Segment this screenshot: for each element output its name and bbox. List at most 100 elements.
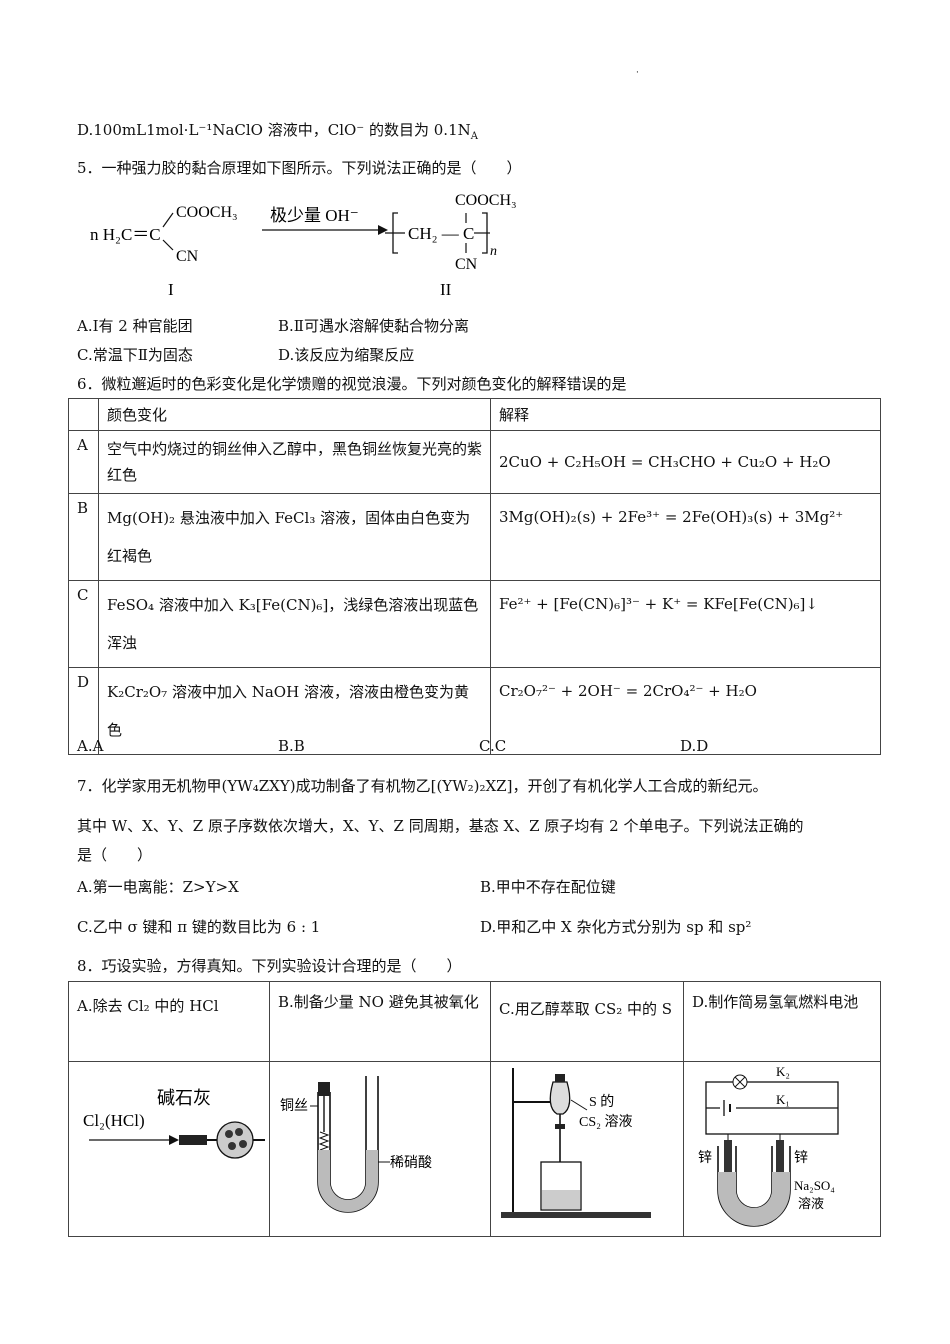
q5-stem: 5．一种强力胶的黏合原理如下图所示。下列说法正确的是（ ）: [77, 159, 522, 177]
right-bracket: [482, 212, 488, 254]
granule: [235, 1128, 243, 1136]
u-tube-figure: 铜丝 稀硝酸: [280, 1076, 432, 1213]
granule: [239, 1140, 247, 1148]
q6-header-change: 颜色变化: [98, 398, 491, 431]
q6-table: 颜色变化 解释 A 空气中灼烧过的铜丝伸入乙醇中，黑色铜丝恢复光亮的紫红色 2C…: [68, 398, 881, 755]
switch-k1-label: K₁: [776, 1092, 790, 1107]
label-i: I: [168, 280, 174, 299]
q6-header-explain: 解释: [490, 398, 881, 431]
fuel-cell-figure: K₂ K₁ 锌 锌 Na₂SO₄ 溶液: [698, 1064, 839, 1227]
polymer-nitrile: CN: [455, 256, 478, 273]
q6-row-key: A: [68, 430, 99, 494]
q6-row-key: D: [68, 667, 99, 755]
granule: [225, 1130, 233, 1138]
q7-line-2: 其中 W、X、Y、Z 原子序数依次增大，X、Y、Z 同周期，基态 X、Z 原子均…: [77, 817, 804, 835]
q8-stem: 8．巧设实验，方得真知。下列实验设计合理的是（ ）: [77, 957, 462, 975]
wire-label: 铜丝: [280, 1098, 308, 1114]
left-electrode-label: 锌: [698, 1150, 712, 1166]
funnel-body: [549, 1081, 571, 1115]
page-dot: ·: [636, 68, 639, 78]
drying-bulb: [216, 1121, 254, 1159]
right-electrode-label: 锌: [794, 1150, 808, 1166]
acid-liquid: [318, 1150, 378, 1212]
q8-caption-row: A.除去 Cl₂ 中的 HCl B.制备少量 NO 避免其被氧化 C.用乙醇萃取…: [68, 981, 881, 1062]
q8-figure-row: Cl₂(HCl) 碱石灰 铜丝: [68, 1061, 881, 1237]
bond-up: [162, 212, 174, 228]
stopper: [179, 1135, 207, 1145]
q6-row-d: D K₂Cr₂O₇ 溶液中加入 NaOH 溶液，溶液由橙色变为黄色 Cr₂O₇²…: [68, 667, 881, 755]
q8-figure-c-cell: S 的 CS₂ 溶液: [490, 1061, 684, 1237]
bulb-cross: [734, 1076, 746, 1088]
left-electrode: [724, 1140, 732, 1186]
q6-row-change: K₂Cr₂O₇ 溶液中加入 NaOH 溶液，溶液由橙色变为黄色: [98, 667, 491, 755]
label-ii: II: [440, 280, 452, 299]
electrolyte-liquid: [718, 1172, 790, 1226]
q6-row-key: C: [68, 580, 99, 668]
stopcock: [555, 1124, 565, 1129]
q6-stem: 6．微粒邂逅时的色彩变化是化学馈赠的视觉浪漫。下列对颜色变化的解释错误的是: [77, 375, 627, 393]
q5-option-a: A.Ⅰ有 2 种官能团: [77, 317, 193, 335]
right-electrode: [776, 1140, 784, 1186]
q6-row-explain: Cr₂O₇²⁻ + 2OH⁻ = 2CrO₄²⁻ + H₂O: [490, 667, 881, 755]
q6-row-explain: 2CuO + C₂H₅OH = CH₃CHO + Cu₂O + H₂O: [490, 430, 881, 494]
funnel-stopper: [555, 1074, 565, 1082]
label-pointer: [570, 1099, 588, 1111]
switch-k2-label: K₂: [776, 1064, 790, 1079]
solution-label-2: CS₂ 溶液: [579, 1114, 633, 1130]
q5-reaction-diagram: n H₂C＝C COOCH₃ CN I 极少量 OH⁻ CH₂ — C COOC…: [90, 192, 517, 299]
q8-caption-d: D.制作简易氢氧燃料电池: [683, 981, 881, 1062]
reagent-label: 碱石灰: [157, 1088, 211, 1108]
q5-option-c: C.常温下Ⅱ为固态: [77, 346, 193, 364]
q8-figure-a-cell: Cl₂(HCl) 碱石灰: [68, 1061, 270, 1237]
q7-option-a: A.第一电离能：Z>Y>X: [77, 878, 239, 896]
q6-option-d: D.D: [680, 737, 709, 755]
q6-row-change: 空气中灼烧过的铜丝伸入乙醇中，黑色铜丝恢复光亮的紫红色: [98, 430, 491, 494]
flow-arrow-head: [169, 1135, 179, 1145]
u-tube-inner: [329, 1076, 367, 1201]
q6-row-a: A 空气中灼烧过的铜丝伸入乙醇中，黑色铜丝恢复光亮的紫红色 2CuO + C₂H…: [68, 430, 881, 494]
q6-header-key: [68, 398, 99, 431]
q8-caption-a: A.除去 Cl₂ 中的 HCl: [68, 981, 270, 1062]
q8-table: A.除去 Cl₂ 中的 HCl B.制备少量 NO 避免其被氧化 C.用乙醇萃取…: [68, 981, 881, 1237]
q6-option-b: B.B: [278, 737, 305, 755]
q6-option-c: C.C: [479, 737, 507, 755]
acid-label: 稀硝酸: [390, 1155, 432, 1171]
q6-row-explain: 3Mg(OH)₂(s) + 2Fe³⁺ = 2Fe(OH)₃(s) + 3Mg²…: [490, 493, 881, 581]
battery-gap: [720, 1102, 736, 1114]
q8-figure-b-cell: 铜丝 稀硝酸: [269, 1061, 491, 1237]
q4-option-d-sub: A: [470, 131, 478, 142]
q7-line-1: 7．化学家用无机物甲(YW₄ZXY)成功制备了有机物乙[(YW₂)₂XZ]，开创…: [77, 777, 768, 795]
monomer-ester: COOCH₃: [176, 204, 238, 221]
granule: [228, 1142, 236, 1150]
q8-caption-c: C.用乙醇萃取 CS₂ 中的 S: [490, 981, 684, 1062]
q6-header-row: 颜色变化 解释: [68, 398, 881, 431]
bond-down: [162, 239, 174, 251]
q6-row-b: B Mg(OH)₂ 悬浊液中加入 FeCl₃ 溶液，固体由白色变为红褐色 3Mg…: [68, 493, 881, 581]
q7-line-3: 是（ ）: [77, 846, 153, 864]
polymer-ester: COOCH₃: [455, 192, 517, 209]
arrow-label: 极少量 OH⁻: [270, 206, 359, 225]
q7-option-c: C.乙中 σ 键和 π 键的数目比为 6 : 1: [77, 918, 321, 936]
q5-option-d: D.该反应为缩聚反应: [278, 346, 415, 364]
electrolyte-label-1: Na₂SO₄: [794, 1178, 835, 1193]
separatory-funnel-figure: S 的 CS₂ 溶液: [501, 1068, 651, 1218]
q5-option-b: B.Ⅱ可遇水溶解使黏合物分离: [278, 317, 469, 335]
q6-row-key: B: [68, 493, 99, 581]
beaker-liquid: [542, 1190, 580, 1209]
q8-caption-b: B.制备少量 NO 避免其被氧化: [269, 981, 491, 1062]
arrow-head: [378, 225, 388, 235]
monomer-nitrile: CN: [176, 248, 199, 265]
q7-option-d: D.甲和乙中 X 杂化方式分别为 sp 和 sp²: [480, 918, 752, 936]
q7-option-b: B.甲中不存在配位键: [480, 878, 616, 896]
stopper: [318, 1082, 330, 1096]
q6-row-change: FeSO₄ 溶液中加入 K₃[Fe(CN)₆]，浅绿色溶液出现蓝色浑浊: [98, 580, 491, 668]
poly-n: n: [490, 244, 497, 259]
gas-label: Cl₂(HCl): [83, 1111, 145, 1130]
q6-row-explain: Fe²⁺ + [Fe(CN)₆]³⁻ + K⁺ = KFe[Fe(CN)₆]↓: [490, 580, 881, 668]
beaker: [540, 1161, 582, 1211]
drying-tube-figure: Cl₂(HCl) 碱石灰: [83, 1088, 265, 1159]
q4-option-d: D.100mL1mol·L⁻¹NaClO 溶液中，ClO⁻ 的数目为 0.1NA: [77, 120, 478, 147]
q6-option-a: A.A: [77, 737, 104, 755]
copper-coil: [318, 1131, 330, 1151]
electrolyte-label-2: 溶液: [798, 1196, 824, 1211]
